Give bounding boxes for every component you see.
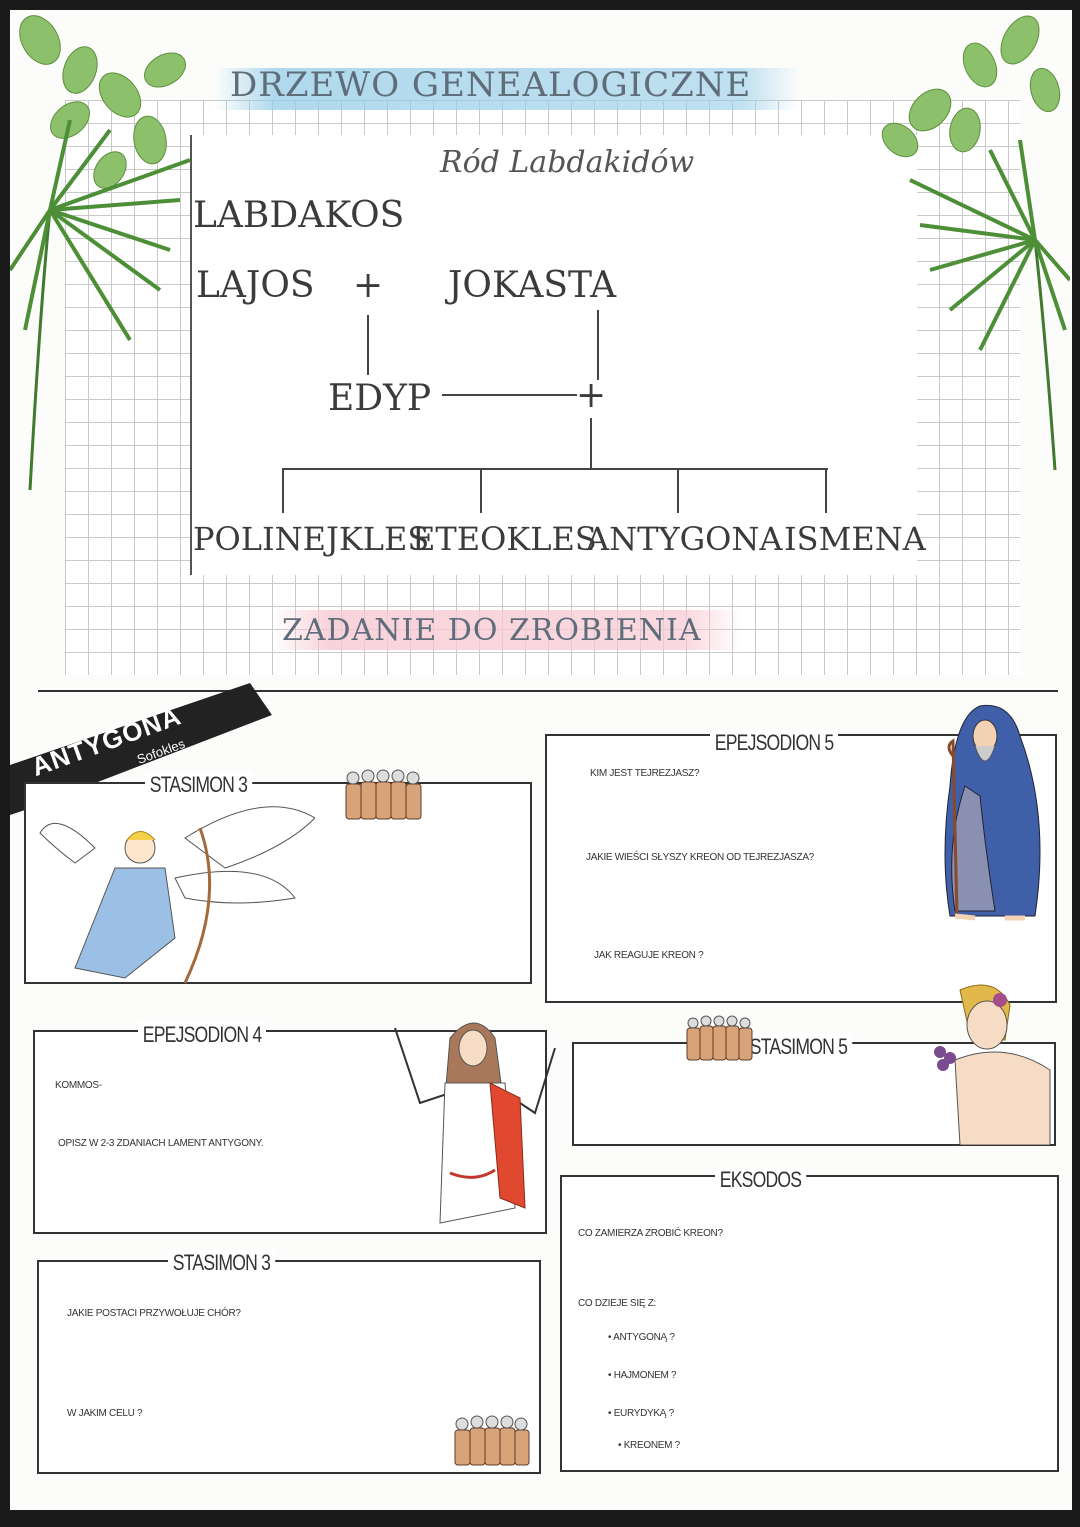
task-title: ZADANIE DO ZROBIENIA bbox=[282, 613, 702, 648]
tree-line bbox=[677, 468, 679, 513]
tree-line bbox=[825, 468, 827, 513]
stasimon3-bottom-label: STASIMON 3 bbox=[168, 1250, 275, 1276]
marriage-plus: + bbox=[353, 265, 384, 306]
tree-line bbox=[367, 315, 369, 375]
person-labdakos: LABDAKOS bbox=[193, 195, 405, 236]
bullet-item: • Antygoną ? bbox=[608, 1332, 675, 1343]
tree-panel bbox=[190, 135, 917, 575]
angel-figure-icon bbox=[39, 806, 315, 984]
epejsodion4-label: EPEJSODION 4 bbox=[138, 1022, 267, 1048]
title-highlight bbox=[215, 68, 800, 110]
chorus-figures-icon bbox=[345, 769, 422, 820]
chorus-figures-icon bbox=[454, 1415, 530, 1466]
tree-line bbox=[282, 468, 284, 513]
tree-line bbox=[442, 394, 577, 396]
stasimon5-label: STASIMON 5 bbox=[745, 1034, 852, 1060]
question-text: W jakim celu ? bbox=[67, 1408, 143, 1419]
tree-line bbox=[480, 468, 482, 513]
eksodos-box bbox=[560, 1175, 1059, 1472]
worksheet-page: DRZEWO GENEALOGICZNE Ród Labdakidów LABD… bbox=[10, 10, 1072, 1510]
question-text: Kim jest Tejrezjasz? bbox=[590, 768, 700, 779]
bullet-item: • Eurydyką ? bbox=[608, 1408, 674, 1419]
person-jokasta: JOKASTA bbox=[448, 265, 617, 306]
child-name: ANTYGONA bbox=[586, 520, 783, 558]
stasimon3-top-label: STASIMON 3 bbox=[145, 772, 252, 798]
tiresias-figure-icon bbox=[944, 704, 1041, 921]
bullet-text: Kreonem ? bbox=[623, 1440, 681, 1451]
worksheet-frame bbox=[38, 690, 1058, 1492]
child-name: ETEOKLES bbox=[412, 520, 597, 558]
tree-line bbox=[590, 418, 592, 470]
bullet-item: • Kreonem ? bbox=[618, 1440, 680, 1451]
question-text: Jakie wieści słyszy Kreon od Tejrezjasza… bbox=[586, 852, 814, 863]
question-text: Co dzieje się z: bbox=[578, 1298, 656, 1309]
marriage-plus-2: + bbox=[576, 375, 607, 416]
tree-line bbox=[282, 468, 828, 470]
palm-leaves-right-icon bbox=[881, 15, 1070, 471]
kommos-text: KOMMOS- bbox=[55, 1080, 102, 1091]
child-name: ISMENA bbox=[784, 520, 926, 558]
epejsodion5-label: EPEJSODION 5 bbox=[710, 730, 839, 756]
bullet-text: Eurydyką ? bbox=[613, 1408, 674, 1419]
antigone-figure-icon bbox=[394, 1022, 556, 1224]
question-text: Jakie postaci przywołuje Chór? bbox=[67, 1308, 241, 1319]
child-name: POLINEJKLES bbox=[193, 520, 430, 558]
bullet-item: • Hajmonem ? bbox=[608, 1370, 677, 1381]
tree-line bbox=[597, 310, 599, 380]
chorus-figures-icon bbox=[686, 1015, 753, 1061]
question-text: Co zamierza zrobić Kreon? bbox=[578, 1228, 723, 1239]
question-text: Opisz w 2-3 zdaniach lament Antygony. bbox=[58, 1138, 264, 1149]
dionysus-figure-icon bbox=[934, 984, 1051, 1145]
page-title: DRZEWO GENEALOGICZNE bbox=[230, 65, 752, 105]
family-subtitle: Ród Labdakidów bbox=[440, 145, 695, 180]
task-highlight bbox=[272, 610, 742, 650]
palm-leaves-left-icon bbox=[10, 15, 191, 491]
question-text: Jak reaguje Kreon ? bbox=[594, 950, 704, 961]
bullet-text: Antygoną ? bbox=[613, 1332, 675, 1343]
bullet-text: Hajmonem ? bbox=[613, 1370, 677, 1381]
person-edyp: EDYP bbox=[328, 378, 432, 419]
eksodos-label: EKSODOS bbox=[715, 1167, 807, 1193]
person-lajos: LAJOS bbox=[196, 265, 315, 306]
